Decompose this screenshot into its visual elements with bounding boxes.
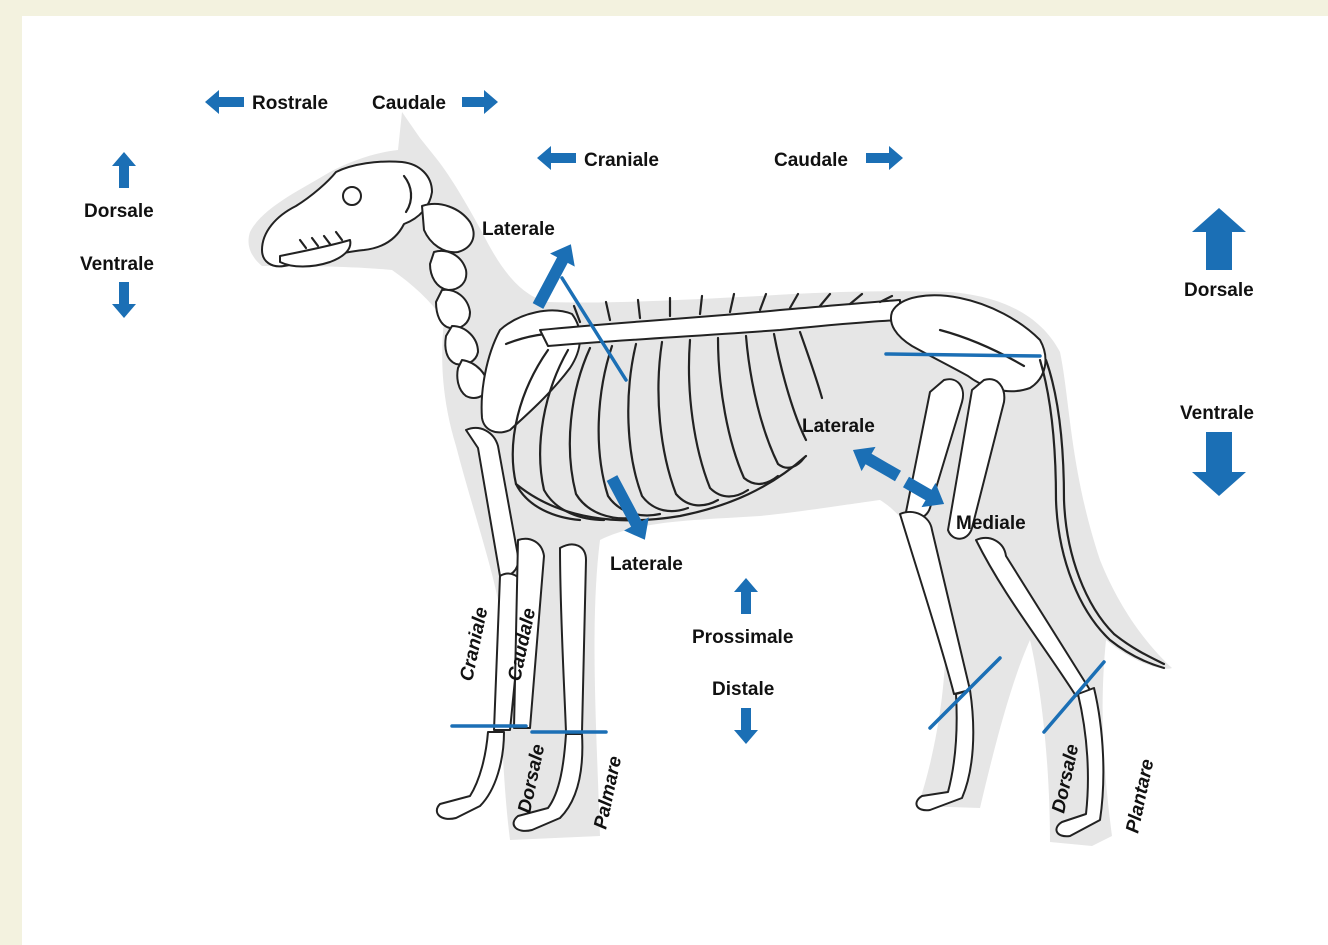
craniale-body-arrow-icon bbox=[537, 146, 576, 170]
label-plantare: Plantare bbox=[1122, 757, 1158, 835]
caudale-body-arrow-icon bbox=[866, 146, 903, 170]
label-laterale-chest: Laterale bbox=[610, 554, 683, 575]
label-craniale-foreleg: Craniale bbox=[456, 605, 492, 683]
label-ventrale-left: Ventrale bbox=[80, 254, 154, 275]
rostrale-arrow-icon bbox=[205, 90, 244, 114]
ventrale-right-arrow-icon bbox=[1192, 432, 1246, 496]
label-caudale-head: Caudale bbox=[372, 93, 446, 114]
label-mediale-hind: Mediale bbox=[956, 513, 1026, 534]
label-distale: Distale bbox=[712, 679, 774, 700]
label-caudale-body: Caudale bbox=[774, 150, 848, 171]
label-craniale-body: Craniale bbox=[584, 150, 659, 171]
prossimale-arrow-icon bbox=[734, 578, 758, 614]
label-prossimale: Prossimale bbox=[692, 627, 793, 648]
ventrale-left-arrow-icon bbox=[112, 282, 136, 318]
dorsale-left-arrow-icon bbox=[112, 152, 136, 188]
distale-arrow-icon bbox=[734, 708, 758, 744]
label-ventrale-right: Ventrale bbox=[1180, 403, 1254, 424]
label-dorsale-right: Dorsale bbox=[1184, 280, 1254, 301]
label-dorsale-left: Dorsale bbox=[84, 201, 154, 222]
label-laterale-shoulder: Laterale bbox=[482, 219, 555, 240]
label-laterale-hind: Laterale bbox=[802, 416, 875, 437]
label-rostrale: Rostrale bbox=[252, 93, 328, 114]
dorsale-right-arrow-icon bbox=[1192, 208, 1246, 270]
caudale-head-arrow-icon bbox=[462, 90, 498, 114]
